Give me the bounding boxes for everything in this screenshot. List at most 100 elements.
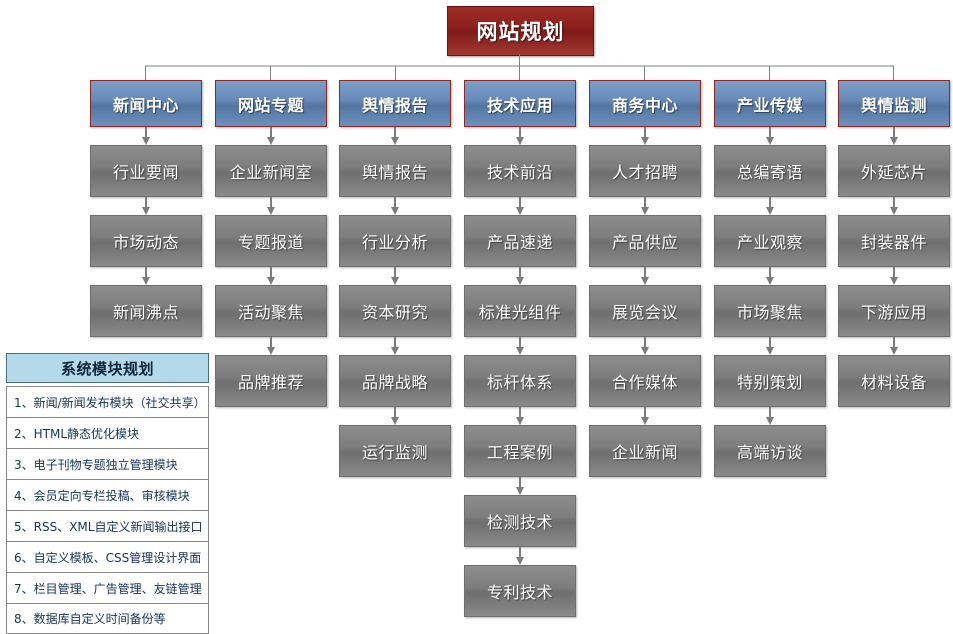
node-box[interactable]: 舆情报告 <box>339 145 451 197</box>
node-box[interactable]: 合作媒体 <box>589 355 701 407</box>
arrow-stem <box>393 407 396 418</box>
node-wrapper: 品牌战略 <box>339 337 451 407</box>
node-label: 人才招聘 <box>611 163 678 182</box>
node-label: 舆情报告 <box>361 163 428 182</box>
node-box[interactable]: 下游应用 <box>838 285 950 337</box>
node-label: 品牌战略 <box>361 373 428 392</box>
node-box[interactable]: 品牌战略 <box>339 355 451 407</box>
node-wrapper: 舆情报告 <box>339 127 451 197</box>
node-box[interactable]: 企业新闻室 <box>215 145 327 197</box>
legend-item[interactable]: 1、新闻/新闻发布模块（社交共享） <box>6 386 209 417</box>
arrow-head <box>390 137 399 145</box>
node-label: 总编寄语 <box>736 163 803 182</box>
column-header-7[interactable]: 舆情监测 <box>838 80 950 127</box>
legend-item[interactable]: 5、RSS、XML自定义新闻输出接口 <box>6 510 209 541</box>
legend-item[interactable]: 3、电子刊物专题独立管理模块 <box>6 448 209 479</box>
node-box[interactable]: 检测技术 <box>464 495 576 547</box>
node-box[interactable]: 高端访谈 <box>714 425 826 477</box>
legend-item[interactable]: 6、自定义模板、CSS管理设计界面 <box>6 541 209 572</box>
arrow-head <box>515 207 524 215</box>
node-wrapper: 材料设备 <box>838 337 950 407</box>
node-box[interactable]: 企业新闻 <box>589 425 701 477</box>
node-box[interactable]: 市场动态 <box>90 215 202 267</box>
arrow-head <box>390 277 399 285</box>
column-header-4[interactable]: 技术应用 <box>464 80 576 127</box>
node-box[interactable]: 人才招聘 <box>589 145 701 197</box>
node-label: 技术前沿 <box>486 163 553 182</box>
node-box[interactable]: 专利技术 <box>464 565 576 617</box>
node-box[interactable]: 新闻沸点 <box>90 285 202 337</box>
node-wrapper: 专利技术 <box>464 547 576 617</box>
column-header-1[interactable]: 新闻中心 <box>90 80 202 127</box>
node-wrapper: 展览会议 <box>589 267 701 337</box>
legend-item-label: 2、HTML静态优化模块 <box>14 426 140 441</box>
arrow-head <box>640 277 649 285</box>
legend-item-label: 8、数据库自定义时间备份等 <box>14 612 166 626</box>
node-wrapper: 检测技术 <box>464 477 576 547</box>
legend-item[interactable]: 2、HTML静态优化模块 <box>6 417 209 448</box>
node-box[interactable]: 标杆体系 <box>464 355 576 407</box>
node-box[interactable]: 产业观察 <box>714 215 826 267</box>
node-label: 市场动态 <box>112 233 179 252</box>
node-box[interactable]: 活动聚焦 <box>215 285 327 337</box>
arrow-stem <box>144 197 147 208</box>
arrow-stem <box>144 127 147 138</box>
node-label: 市场聚焦 <box>736 303 803 322</box>
node-box[interactable]: 特别策划 <box>714 355 826 407</box>
node-wrapper: 外延芯片 <box>838 127 950 197</box>
root-node[interactable]: 网站规划 <box>447 6 594 56</box>
arrow-stem <box>269 337 272 348</box>
column-header-6[interactable]: 产业传媒 <box>714 80 826 127</box>
arrow-stem <box>393 127 396 138</box>
node-label: 产品速递 <box>486 233 553 252</box>
arrow-stem <box>144 267 147 278</box>
arrow-stem <box>643 267 646 278</box>
column-header-3[interactable]: 舆情报告 <box>339 80 451 127</box>
arrow-stem <box>393 337 396 348</box>
arrow-down-icon <box>390 337 400 355</box>
arrow-stem <box>393 197 396 208</box>
node-box[interactable]: 行业要闻 <box>90 145 202 197</box>
node-box[interactable]: 技术前沿 <box>464 145 576 197</box>
arrow-head <box>889 347 898 355</box>
node-box[interactable]: 市场聚焦 <box>714 285 826 337</box>
arrow-head <box>640 347 649 355</box>
node-box[interactable]: 总编寄语 <box>714 145 826 197</box>
arrow-head <box>765 207 774 215</box>
column-header-label: 商务中心 <box>611 95 678 115</box>
node-box[interactable]: 运行监测 <box>339 425 451 477</box>
arrow-down-icon <box>889 267 899 285</box>
column-header-5[interactable]: 商务中心 <box>589 80 701 127</box>
node-box[interactable]: 行业分析 <box>339 215 451 267</box>
legend-item[interactable]: 7、栏目管理、广告管理、友链管理 <box>6 572 209 603</box>
node-box[interactable]: 标准光组件 <box>464 285 576 337</box>
legend-item[interactable]: 8、数据库自定义时间备份等 <box>6 603 209 634</box>
node-box[interactable]: 封装器件 <box>838 215 950 267</box>
node-wrapper: 封装器件 <box>838 197 950 267</box>
column-6: 产业传媒总编寄语产业观察市场聚焦特别策划高端访谈 <box>714 80 826 477</box>
legend-item-label: 4、会员定向专栏投稿、审核模块 <box>14 488 190 503</box>
node-box[interactable]: 专题报道 <box>215 215 327 267</box>
node-box[interactable]: 产品供应 <box>589 215 701 267</box>
arrow-down-icon <box>390 407 400 425</box>
arrow-stem <box>892 197 895 208</box>
column-3: 舆情报告舆情报告行业分析资本研究品牌战略运行监测 <box>339 80 451 477</box>
node-box[interactable]: 资本研究 <box>339 285 451 337</box>
arrow-down-icon <box>765 337 775 355</box>
node-wrapper: 技术前沿 <box>464 127 576 197</box>
arrow-stem <box>518 477 521 488</box>
node-box[interactable]: 展览会议 <box>589 285 701 337</box>
node-box[interactable]: 工程案例 <box>464 425 576 477</box>
node-box[interactable]: 品牌推荐 <box>215 355 327 407</box>
legend-item[interactable]: 4、会员定向专栏投稿、审核模块 <box>6 479 209 510</box>
legend-header: 系统模块规划 <box>6 353 209 383</box>
node-box[interactable]: 外延芯片 <box>838 145 950 197</box>
arrow-stem <box>518 407 521 418</box>
node-box[interactable]: 材料设备 <box>838 355 950 407</box>
node-box[interactable]: 产品速递 <box>464 215 576 267</box>
arrow-head <box>765 277 774 285</box>
arrow-head <box>390 207 399 215</box>
column-header-2[interactable]: 网站专题 <box>215 80 327 127</box>
node-label: 外延芯片 <box>860 163 927 182</box>
arrow-head <box>889 207 898 215</box>
